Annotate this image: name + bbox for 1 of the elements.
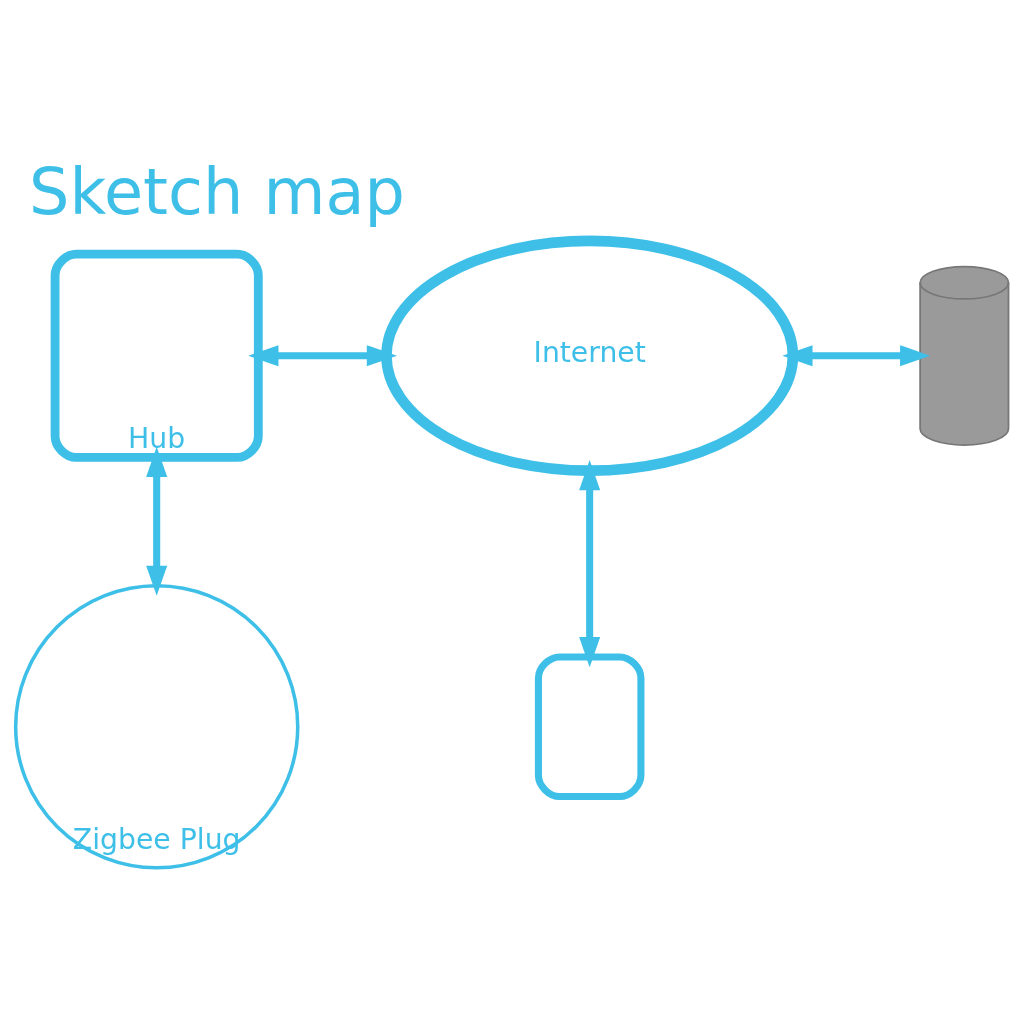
diagram-title: Sketch map	[29, 155, 405, 230]
